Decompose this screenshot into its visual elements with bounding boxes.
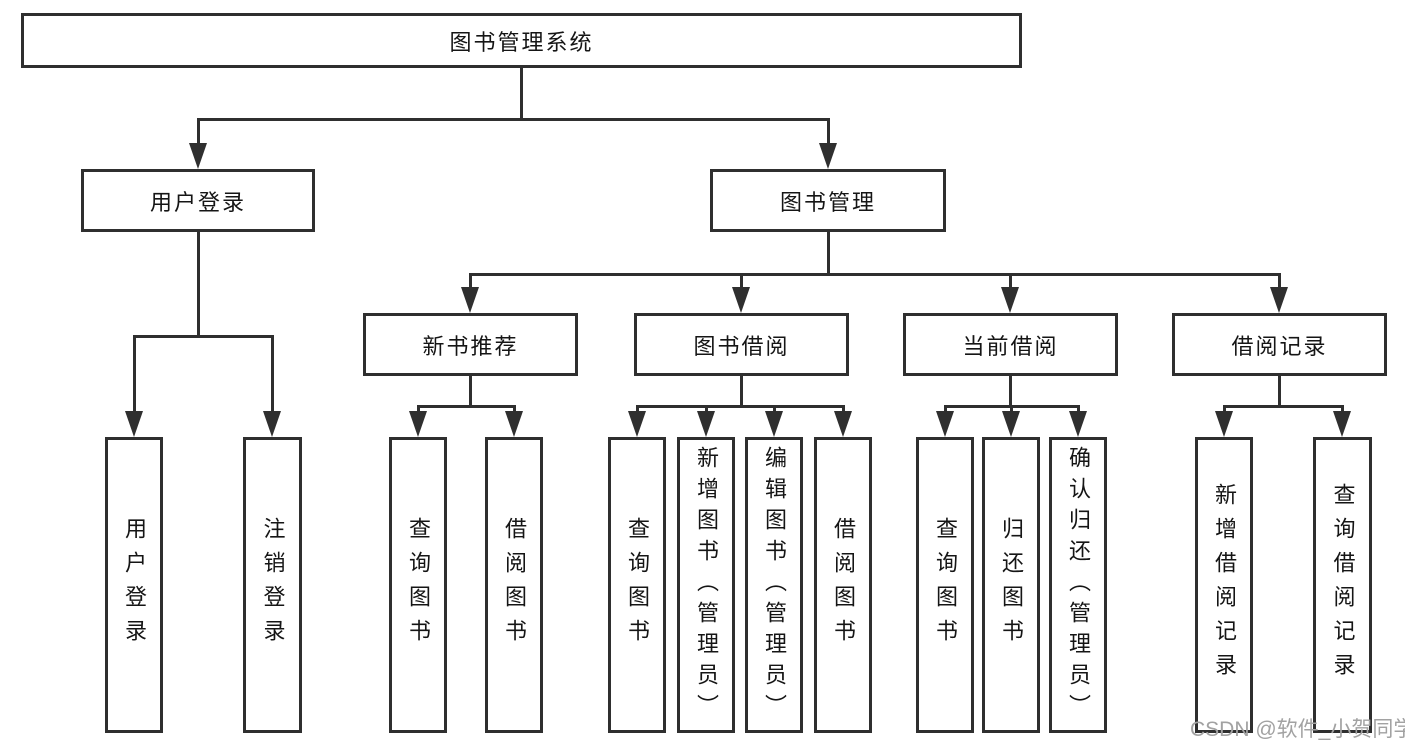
node-current-3: 确认归还（管理员） (1049, 437, 1107, 733)
connector-line (740, 273, 743, 289)
node-label: 确认归还（管理员） (1066, 445, 1091, 725)
node-current-2: 归还图书 (982, 437, 1040, 733)
arrowhead-icon (189, 143, 207, 169)
arrowhead-icon (1215, 411, 1233, 437)
node-mgmt: 图书管理 (710, 169, 946, 232)
connector-line (740, 376, 743, 408)
node-root: 图书管理系统 (21, 13, 1022, 68)
node-label: 查询图书 (933, 517, 958, 653)
node-login-2: 注销登录 (243, 437, 302, 733)
arrowhead-icon (505, 411, 523, 437)
connector-line (705, 405, 708, 413)
connector-line (944, 405, 947, 413)
node-label: 查询图书 (625, 517, 650, 653)
node-label: 借阅记录 (1231, 333, 1328, 359)
connector-line (1341, 405, 1344, 413)
arrowhead-icon (936, 411, 954, 437)
arrowhead-icon (1001, 287, 1019, 313)
connector-line (1278, 376, 1281, 408)
arrowhead-icon (1333, 411, 1351, 437)
node-label: 用户登录 (149, 189, 246, 215)
node-label: 查询借阅记录 (1330, 483, 1356, 687)
node-label: 借阅图书 (831, 517, 856, 653)
node-label: 图书管理 (779, 189, 876, 215)
arrowhead-icon (628, 411, 646, 437)
node-rec-2: 借阅图书 (485, 437, 543, 733)
arrowhead-icon (819, 143, 837, 169)
connector-line (197, 118, 200, 145)
node-borrow-3: 编辑图书（管理员） (745, 437, 803, 733)
arrowhead-icon (765, 411, 783, 437)
connector-line (133, 335, 136, 413)
connector-line (636, 405, 639, 413)
node-label: 图书管理系统 (449, 29, 594, 55)
node-record: 借阅记录 (1172, 313, 1387, 376)
connector-line (1010, 405, 1013, 413)
connector-line (513, 405, 516, 413)
node-rec-1: 查询图书 (389, 437, 447, 733)
arrowhead-icon (834, 411, 852, 437)
connector-line (842, 405, 845, 413)
arrowhead-icon (409, 411, 427, 437)
connector-line (1223, 405, 1344, 408)
node-login: 用户登录 (81, 169, 315, 232)
connector-line (1009, 273, 1012, 289)
node-label: 图书借阅 (693, 333, 790, 359)
node-record-2: 查询借阅记录 (1313, 437, 1372, 733)
arrowhead-icon (697, 411, 715, 437)
connector-line (827, 118, 830, 145)
connector-line (1223, 405, 1226, 413)
arrowhead-icon (1069, 411, 1087, 437)
node-label: 新增借阅记录 (1212, 483, 1237, 687)
connector-line (417, 405, 516, 408)
connector-line (469, 273, 1281, 276)
node-current-1: 查询图书 (916, 437, 974, 733)
connector-line (133, 335, 274, 338)
watermark-text: CSDN @软件_小贺同学 (1190, 718, 1405, 741)
arrowhead-icon (125, 411, 143, 437)
node-rec: 新书推荐 (363, 313, 578, 376)
node-label: 归还图书 (999, 517, 1024, 653)
connector-line (197, 232, 200, 338)
node-label: 编辑图书（管理员） (762, 445, 787, 725)
connector-line (197, 118, 830, 121)
node-label: 新书推荐 (422, 333, 519, 359)
connector-line (469, 376, 472, 408)
node-current: 当前借阅 (903, 313, 1118, 376)
arrowhead-icon (461, 287, 479, 313)
connector-line (636, 405, 845, 408)
node-label: 用户登录 (122, 517, 147, 653)
node-record-1: 新增借阅记录 (1195, 437, 1253, 733)
node-login-1: 用户登录 (105, 437, 163, 733)
arrowhead-icon (1002, 411, 1020, 437)
node-label: 注销登录 (260, 517, 286, 653)
node-label: 借阅图书 (502, 517, 527, 653)
arrowhead-icon (732, 287, 750, 313)
connector-line (1278, 273, 1281, 289)
connector-line (520, 68, 523, 121)
connector-line (1009, 376, 1012, 408)
connector-line (271, 335, 274, 413)
node-label: 查询图书 (406, 517, 431, 653)
arrowhead-icon (263, 411, 281, 437)
connector-line (773, 405, 776, 413)
node-borrow: 图书借阅 (634, 313, 849, 376)
node-label: 当前借阅 (962, 333, 1059, 359)
connector-line (469, 273, 472, 289)
node-label: 新增图书（管理员） (694, 445, 719, 725)
connector-line (1077, 405, 1080, 413)
node-borrow-1: 查询图书 (608, 437, 666, 733)
arrowhead-icon (1270, 287, 1288, 313)
node-borrow-4: 借阅图书 (814, 437, 872, 733)
node-borrow-2: 新增图书（管理员） (677, 437, 735, 733)
connector-line (827, 232, 830, 276)
connector-line (417, 405, 420, 413)
